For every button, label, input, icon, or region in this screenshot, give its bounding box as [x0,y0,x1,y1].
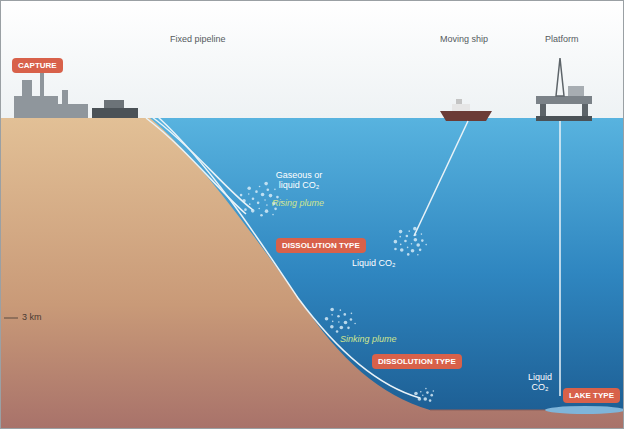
part-label: Moving ship [440,34,488,44]
plume-label: Rising plume [272,198,324,208]
badge-text: LAKE TYPE [569,391,614,400]
sea [0,118,624,429]
plume-label: Liquid CO₂ [352,258,396,268]
type-badge: DISSOLUTION TYPE [276,238,366,253]
part-label: Platform [545,34,579,44]
type-badge: CAPTURE [12,58,63,73]
part-label: Fixed pipeline [170,34,226,44]
type-badge: DISSOLUTION TYPE [372,354,462,369]
moving-ship [414,99,492,236]
badge-text: DISSOLUTION TYPE [378,357,456,366]
plume-label: Gaseous or liquid CO₂ [264,170,334,191]
badge-text: CAPTURE [18,61,57,70]
land [0,118,624,429]
badge-text: DISSOLUTION TYPE [282,241,360,250]
sky [0,0,624,118]
plume-label: Liquid CO₂ [524,372,556,393]
platform [536,58,592,396]
type-badge: LAKE TYPE [563,388,620,403]
plume-label: Sinking plume [340,334,397,344]
depth-tick [4,318,18,319]
factory [14,70,138,118]
co2-lake [545,406,624,414]
depth-label: 3 km [22,312,42,322]
